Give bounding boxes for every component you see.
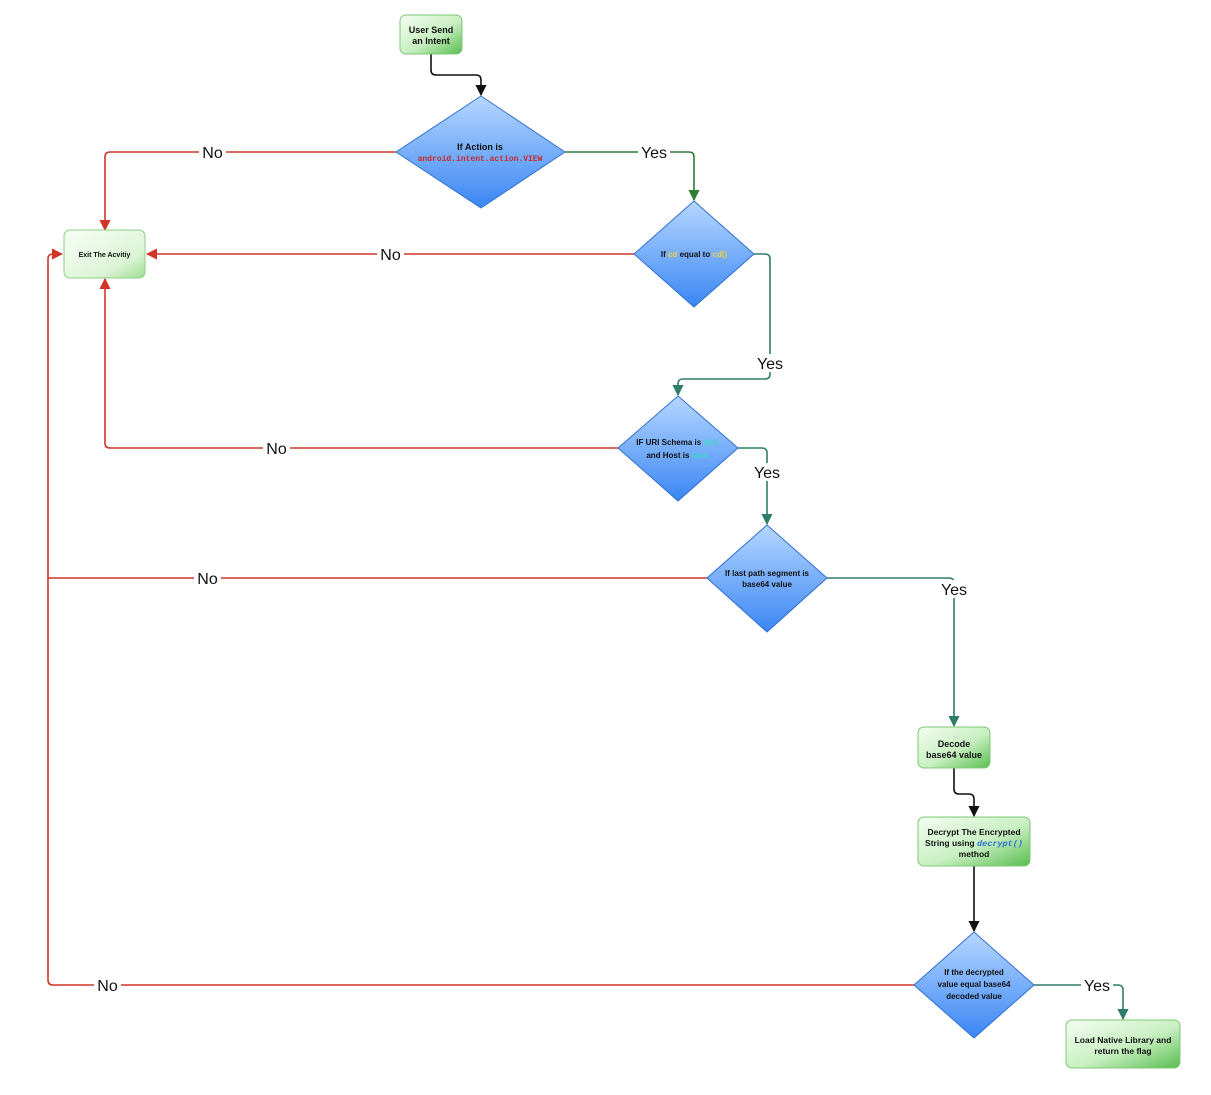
decode-node: Decode base64 value bbox=[917, 726, 991, 769]
decrypt-line3: method bbox=[959, 849, 990, 859]
edge-label-yes-5: Yes bbox=[1084, 978, 1110, 995]
cd-check-diamond: If cd equal to cd() bbox=[633, 200, 755, 308]
uri-check-line2-pre: and Host is bbox=[646, 451, 690, 460]
svg-text:If cd equal to: If cd equal to cd() bbox=[661, 250, 728, 259]
decrypt-fn: decrypt() bbox=[977, 839, 1023, 849]
start-node: User Send an Intent bbox=[399, 14, 463, 55]
flag-line2: return the flag bbox=[1094, 1046, 1151, 1056]
edge-decode-to-decrypt bbox=[953, 768, 980, 818]
path-check-line2: base64 value bbox=[742, 580, 792, 589]
svg-text:IF URI Schema is mhl: IF URI Schema is mhl bbox=[636, 438, 717, 447]
edge-label-yes-3: Yes bbox=[754, 465, 780, 482]
edge-path-yes bbox=[827, 577, 960, 728]
start-node-line1: User Send bbox=[409, 25, 454, 35]
svg-text:and Host is labs: and Host is labs bbox=[646, 451, 708, 460]
edge-label-no-4: No bbox=[197, 571, 218, 588]
edge-action-yes bbox=[565, 151, 700, 202]
exit-node: Exit The Acvitiy bbox=[63, 229, 146, 279]
cd-check-mid: equal to bbox=[680, 250, 711, 259]
final-check-diamond: If the decrypted value equal base64 deco… bbox=[913, 931, 1035, 1039]
final-check-line3: decoded value bbox=[946, 992, 1002, 1001]
final-check-line1: If the decrypted bbox=[944, 968, 1004, 977]
uri-check-schema: mhl bbox=[703, 438, 717, 447]
cd-check-fn: cd() bbox=[712, 250, 727, 259]
uri-check-host: labs bbox=[692, 451, 709, 460]
decrypt-line1: Decrypt The Encrypted bbox=[927, 827, 1020, 837]
edge-final-yes bbox=[1034, 984, 1129, 1021]
path-check-line1: If last path segment is bbox=[725, 569, 810, 578]
svg-text:String using decrypt(): String using decrypt() bbox=[925, 838, 1023, 849]
decrypt-node: Decrypt The Encrypted String using decry… bbox=[917, 816, 1031, 867]
uri-check-line1-pre: IF URI Schema is bbox=[636, 438, 701, 447]
edge-label-yes-1: Yes bbox=[641, 145, 667, 162]
edge-label-yes-2: Yes bbox=[757, 356, 783, 373]
decode-line1: Decode bbox=[938, 739, 971, 749]
path-check-diamond: If last path segment is base64 value bbox=[706, 524, 828, 633]
cd-check-var: cd bbox=[668, 250, 677, 259]
edge-label-yes-4: Yes bbox=[941, 582, 967, 599]
flag-line1: Load Native Library and bbox=[1075, 1035, 1172, 1045]
edge-label-no-1: No bbox=[202, 145, 223, 162]
edge-label-no-3: No bbox=[266, 441, 287, 458]
final-check-line2: value equal base64 bbox=[938, 980, 1011, 989]
action-check-code: android.intent.action.VIEW bbox=[418, 155, 543, 164]
edge-uri-no bbox=[99, 277, 618, 449]
exit-node-label: Exit The Acvitiy bbox=[79, 252, 131, 259]
action-check-diamond: If Action is android.intent.action.VIEW bbox=[395, 95, 566, 209]
edge-final-no bbox=[47, 248, 914, 986]
edge-label-no-5: No bbox=[97, 978, 118, 995]
edge-label-no-2: No bbox=[380, 247, 401, 264]
start-node-line2: an Intent bbox=[412, 36, 450, 46]
edges bbox=[47, 54, 1129, 1021]
decrypt-line2-pre: String using bbox=[925, 838, 975, 848]
decode-line2: base64 value bbox=[926, 750, 982, 760]
cd-check-pre: If bbox=[661, 250, 666, 259]
edge-start-to-action bbox=[430, 54, 487, 97]
flag-node: Load Native Library and return the flag bbox=[1065, 1019, 1181, 1069]
edge-action-no bbox=[99, 151, 396, 232]
edge-uri-yes bbox=[738, 447, 773, 526]
action-check-line1: If Action is bbox=[457, 142, 503, 152]
uri-check-diamond: IF URI Schema is mhl and Host is labs bbox=[617, 395, 739, 502]
edge-labels: No Yes No Yes No Yes No Yes No Yes bbox=[94, 144, 1113, 995]
edge-cd-yes bbox=[672, 253, 771, 397]
